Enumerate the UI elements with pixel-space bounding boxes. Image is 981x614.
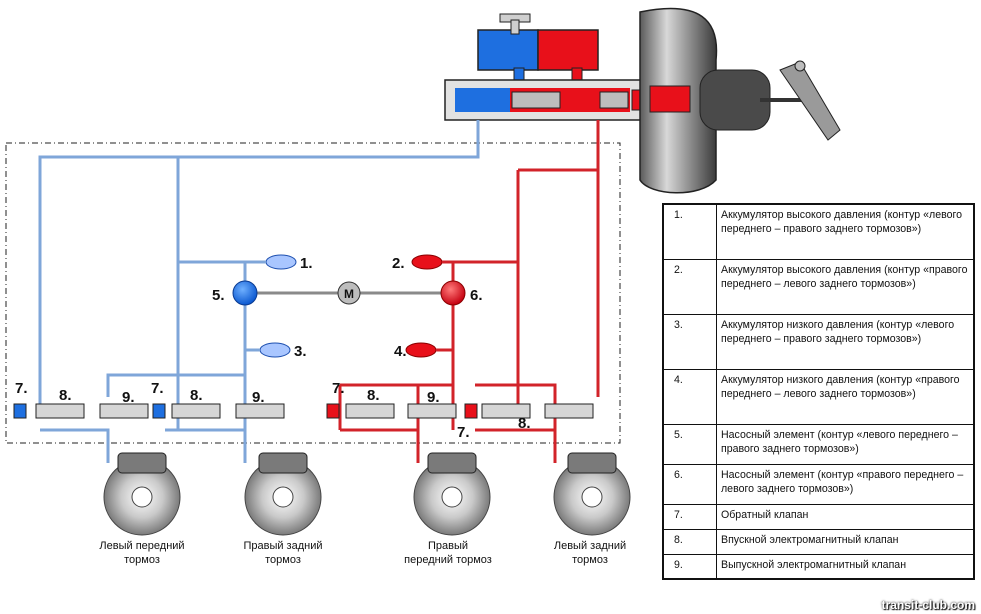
legend-num: 8. (662, 528, 717, 555)
watermark: transit-club.com (881, 598, 975, 612)
legend-num: 2. (662, 258, 717, 315)
legend-row: 2.Аккумулятор высокого давления (контур … (662, 258, 975, 315)
inlet-valve-8b (171, 403, 221, 419)
label-8a: 8. (59, 387, 72, 404)
label-7d: 7. (457, 424, 470, 441)
legend-num: 5. (662, 423, 717, 465)
accumulator-3 (259, 342, 291, 358)
legend-text: Выпускной электромагнитный клапан (716, 553, 975, 580)
legend-row: 4.Аккумулятор низкого давления (контур «… (662, 368, 975, 425)
legend-text: Впускной электромагнитный клапан (716, 528, 975, 555)
legend-text: Аккумулятор низкого давления (контур «ле… (716, 313, 975, 370)
label-8c: 8. (367, 387, 380, 404)
inlet-valve-8d (481, 403, 531, 419)
legend-row: 9.Выпускной электромагнитный клапан (662, 553, 975, 580)
legend-text: Насосный элемент (контур «левого передне… (716, 423, 975, 465)
label-6: 6. (470, 287, 483, 304)
label-7b: 7. (151, 380, 164, 397)
legend-text: Насосный элемент (контур «правого передн… (716, 463, 975, 505)
legend-row: 6.Насосный элемент (контур «правого пере… (662, 463, 975, 505)
legend-row: 8.Впускной электромагнитный клапан (662, 528, 975, 555)
legend-row: 7.Обратный клапан (662, 503, 975, 530)
legend-text: Аккумулятор высокого давления (контур «л… (716, 203, 975, 260)
inlet-valve-8a (35, 403, 85, 419)
wheel-brake-front-left: Левый передний тормоз (99, 452, 185, 566)
check-valve-7c (326, 403, 340, 419)
outlet-valve-9d (544, 403, 594, 419)
legend-row: 3.Аккумулятор низкого давления (контур «… (662, 313, 975, 370)
wheel-brake-front-right: Правый передний тормоз (404, 452, 492, 566)
legend-row: 5.Насосный элемент (контур «левого перед… (662, 423, 975, 465)
legend-text: Обратный клапан (716, 503, 975, 530)
label-7a: 7. (15, 380, 28, 397)
legend-row: 1.Аккумулятор высокого давления (контур … (662, 203, 975, 260)
wheel-caption-1b: тормоз (124, 554, 160, 566)
check-valve-7a (13, 403, 27, 419)
check-valve-7d (464, 403, 478, 419)
label-9a: 9. (122, 389, 135, 406)
wheel-caption-1a: Левый передний (99, 540, 184, 552)
wheel-brake-rear-right: Правый задний тормоз (243, 452, 323, 566)
legend-num: 1. (662, 203, 717, 260)
motor-label: M (344, 287, 354, 301)
valves: 7. 8. 9. 7. 8. 9. 7. 8. 9. 7. 8. (13, 380, 594, 441)
master-cylinder (444, 7, 841, 194)
wheel-caption-4b: тормоз (572, 554, 608, 566)
outlet-valve-9c (407, 403, 457, 419)
label-9b: 9. (252, 389, 265, 406)
accumulator-1 (265, 254, 297, 270)
wheel-caption-3b: передний тормоз (404, 554, 492, 566)
red-circuit-lines (338, 120, 600, 463)
label-2: 2. (392, 255, 405, 272)
label-7c: 7. (332, 380, 345, 397)
wheel-caption-2a: Правый задний (243, 540, 322, 552)
legend-table: 1.Аккумулятор высокого давления (контур … (662, 203, 975, 580)
legend-num: 7. (662, 503, 717, 530)
pump-element-5 (232, 280, 258, 306)
legend-num: 3. (662, 313, 717, 370)
label-4: 4. (394, 343, 407, 360)
accumulator-2 (411, 254, 443, 270)
legend-num: 6. (662, 463, 717, 505)
label-1: 1. (300, 255, 313, 272)
label-8b: 8. (190, 387, 203, 404)
legend-num: 9. (662, 553, 717, 580)
outlet-valve-9b (235, 403, 285, 419)
wheel-caption-2b: тормоз (265, 554, 301, 566)
legend-text: Аккумулятор высокого давления (контур «п… (716, 258, 975, 315)
label-8d: 8. (518, 415, 531, 432)
label-5: 5. (212, 287, 225, 304)
wheel-caption-3a: Правый (428, 540, 468, 552)
label-9d: 9. (427, 389, 440, 406)
pump-motor (337, 281, 361, 305)
wheel-caption-4a: Левый задний (554, 540, 626, 552)
label-3: 3. (294, 343, 307, 360)
accumulators-and-pumps: 1. 2. 3. 4. 5. 6. M (212, 254, 483, 360)
legend-text: Аккумулятор низкого давления (контур «пр… (716, 368, 975, 425)
check-valve-7b (152, 403, 166, 419)
accumulator-4 (405, 342, 437, 358)
pump-element-6 (440, 280, 466, 306)
wheel-brake-rear-left: Левый задний тормоз (553, 452, 631, 566)
hydraulic-unit-outline (5, 142, 621, 444)
inlet-valve-8c (345, 403, 395, 419)
outlet-valve-9a (99, 403, 149, 419)
legend-num: 4. (662, 368, 717, 425)
